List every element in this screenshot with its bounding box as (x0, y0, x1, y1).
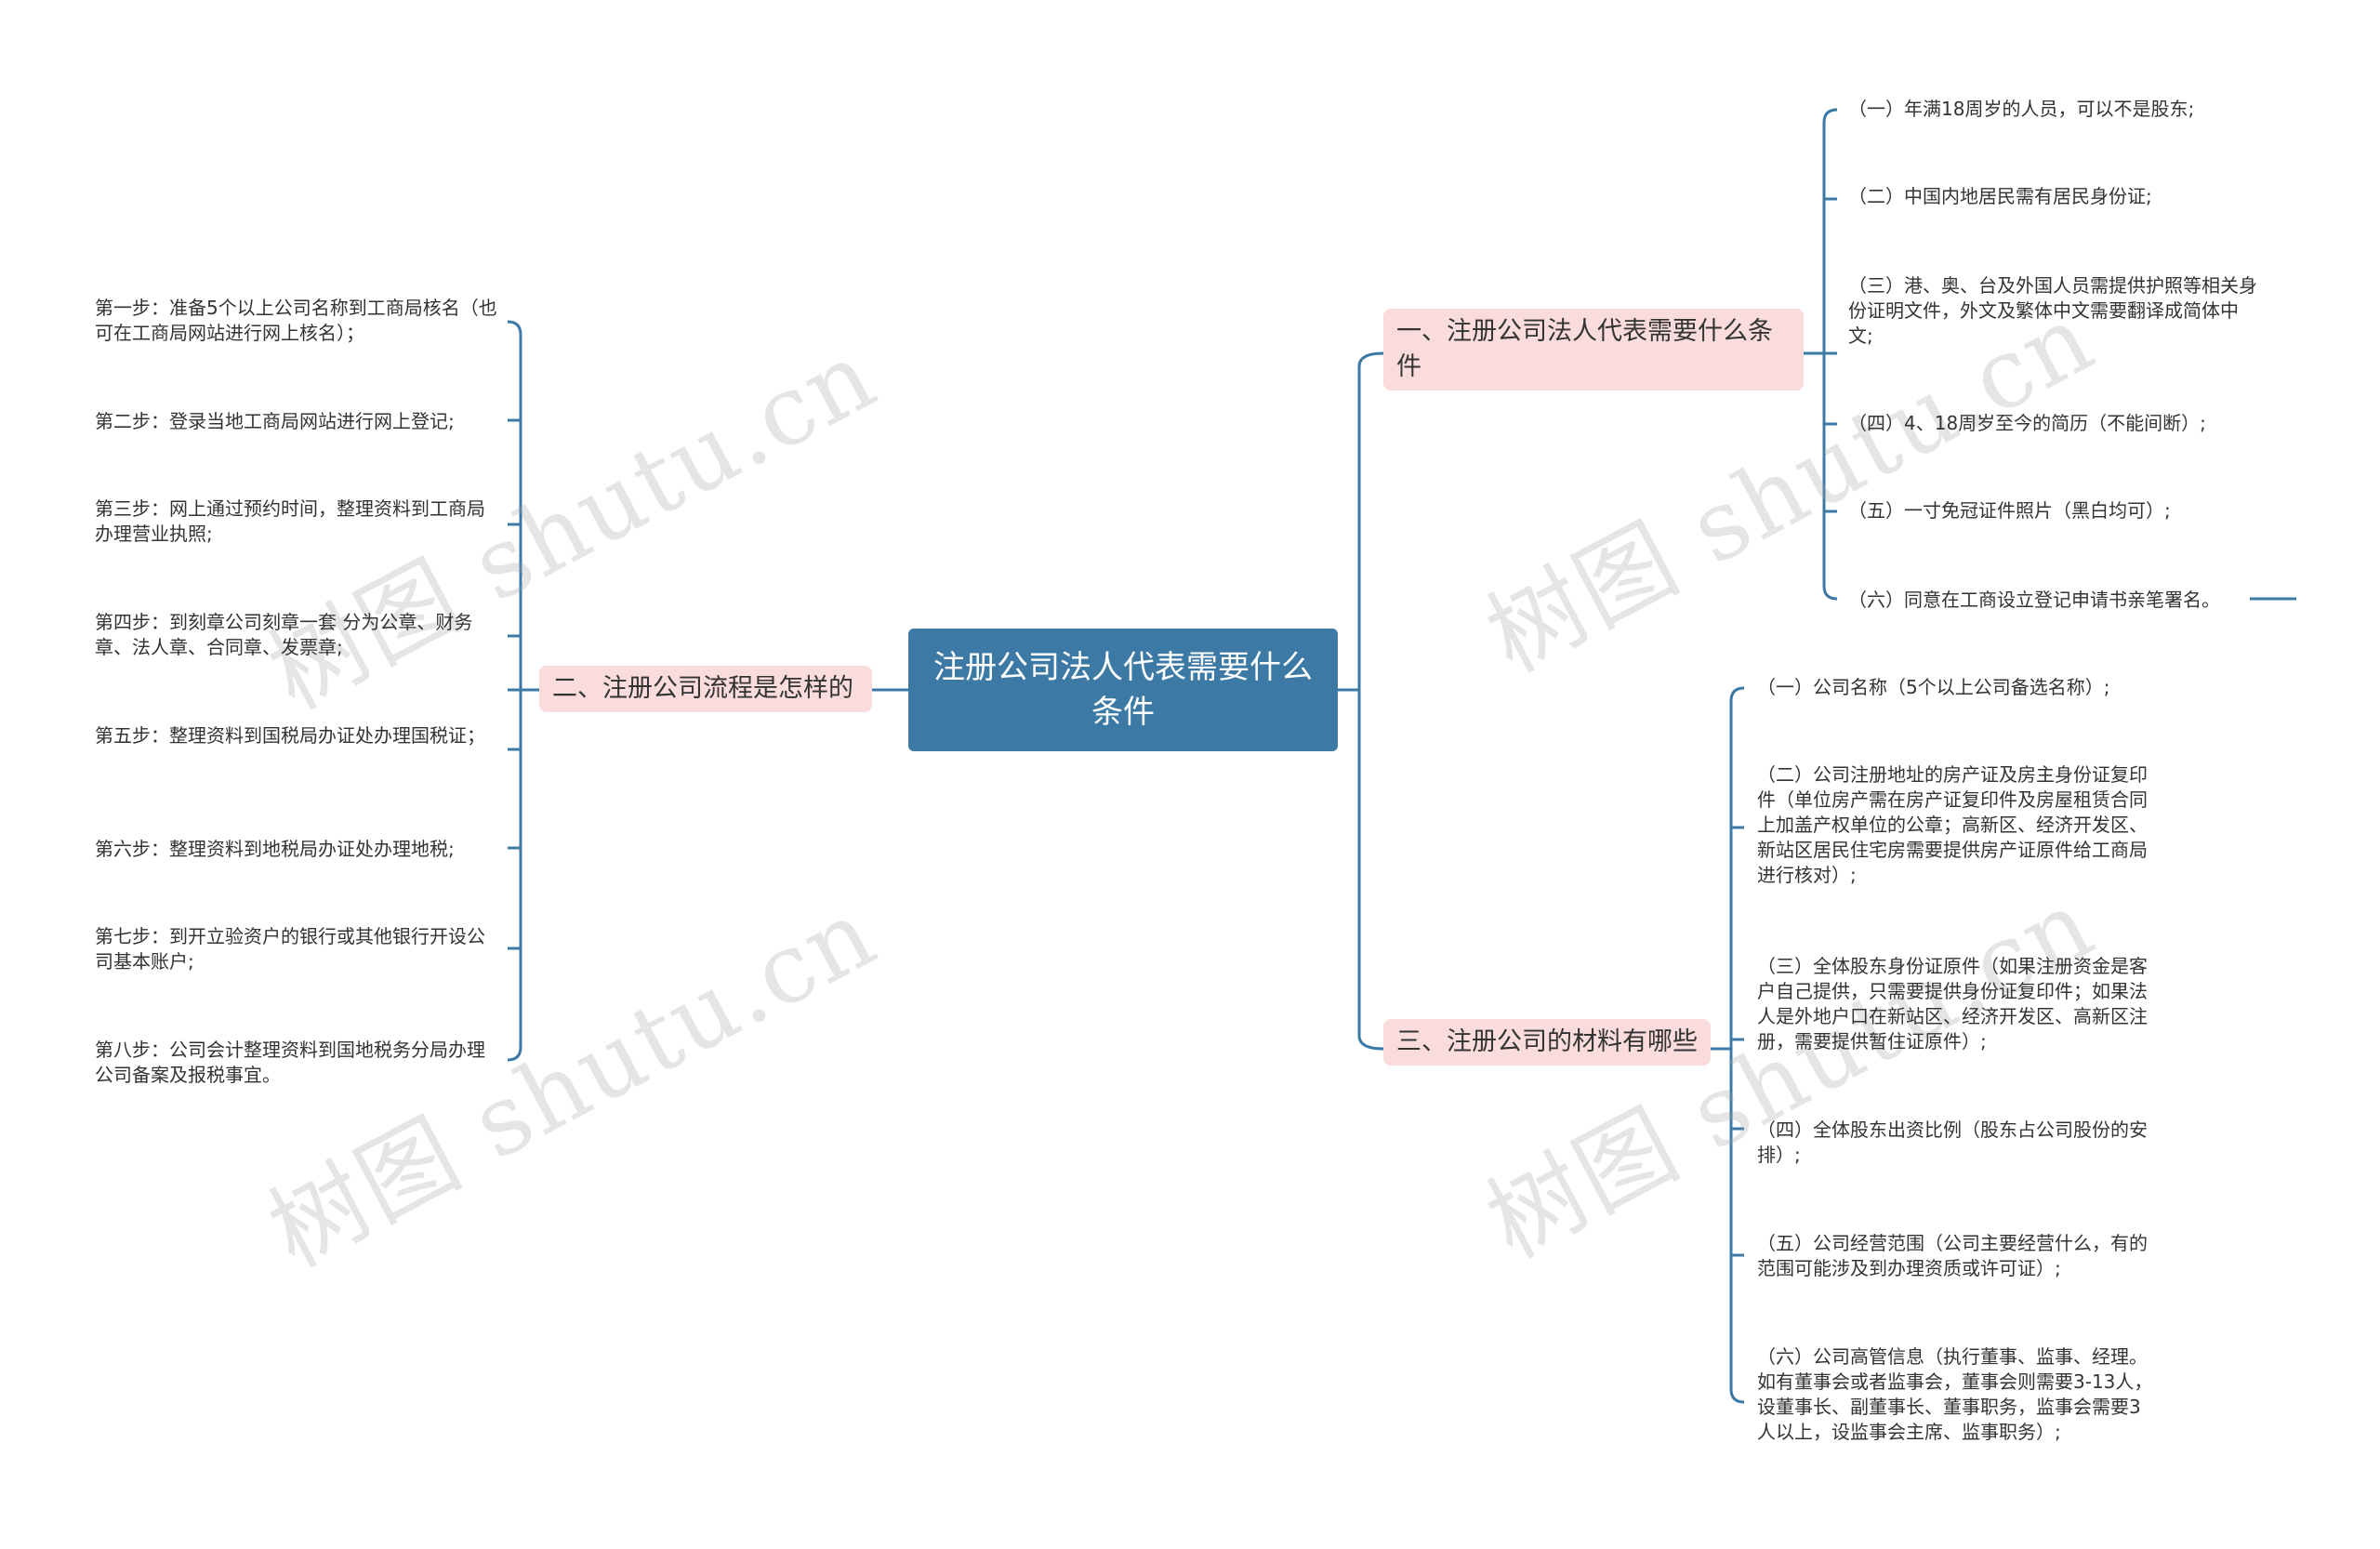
branch-node-3[interactable]: 三、注册公司的材料有哪些 (1383, 1019, 1711, 1066)
connector-line (1357, 351, 1384, 1051)
branch-1-title: 一、注册公司法人代表需要什么条件 (1396, 317, 1773, 381)
branch-2-title: 二、注册公司流程是怎样的 (552, 674, 853, 703)
branch-2-leaf: 第八步：公司会计整理资料到国地税务分局办理公司备案及报税事宜。 (95, 1039, 485, 1086)
branch-3-leaf: （二）公司注册地址的房产证及房主身份证复印件（单位房产需在房产证复印件及房屋租赁… (1757, 763, 2148, 886)
branch-3-title: 三、注册公司的材料有哪些 (1396, 1027, 1698, 1056)
branch-3-leaf: （六）公司高管信息（执行董事、监事、经理。如有董事会或者监事会，董事会则需要3-… (1757, 1345, 2153, 1443)
branch-node-1[interactable]: 一、注册公司法人代表需要什么条件 (1383, 309, 1804, 391)
branch-2-leaf: 第四步：到刻章公司刻章一套 分为公章、财务章、法人章、合同章、发票章; (95, 611, 473, 658)
branch-2-leaf: 第五步：整理资料到国税局办证处办理国税证； (95, 724, 485, 747)
branch-node-2[interactable]: 二、注册公司流程是怎样的 (539, 666, 872, 712)
branch-1-leaf: （一）年满18周岁的人员，可以不是股东; (1848, 98, 2195, 120)
root-node[interactable]: 注册公司法人代表需要什么条件 (908, 629, 1338, 751)
branch-3-leaf: （四）全体股东出资比例（股东占公司股份的安排）; (1757, 1119, 2148, 1166)
branch-3-leaf: （五）公司经营范围（公司主要经营什么，有的范围可能涉及到办理资质或许可证）; (1757, 1232, 2148, 1279)
branch-2-leaf: 第七步：到开立验资户的银行或其他银行开设公司基本账户; (95, 925, 485, 973)
branch-1-leaf: （六）同意在工商设立登记申请书亲笔署名。 (1848, 589, 2220, 611)
branch-1-leaf: （二）中国内地居民需有居民身份证; (1848, 185, 2152, 207)
branch-3-leaf: （一）公司名称（5个以上公司备选名称）; (1757, 676, 2110, 698)
branch-1-leaf: （三）港、奥、台及外国人员需提供护照等相关身份证明文件，外文及繁体中文需要翻译成… (1848, 274, 2257, 347)
root-title: 注册公司法人代表需要什么条件 (933, 649, 1313, 731)
branch-2-leaf: 第三步：网上通过预约时间，整理资料到工商局办理营业执照; (95, 497, 485, 545)
branch-2-leaf: 第二步：登录当地工商局网站进行网上登记; (95, 410, 455, 432)
branch-3-leaf: （三）全体股东身份证原件（如果注册资金是客户自己提供，只需要提供身份证复印件；如… (1757, 955, 2148, 1053)
branch-1-leaf: （五）一寸免冠证件照片（黑白均可）; (1848, 499, 2171, 522)
branch-2-leaf: 第六步：整理资料到地税局办证处办理地税; (95, 838, 455, 860)
connector-line (1729, 686, 1745, 1404)
branch-2-leaf: 第一步：准备5个以上公司名称到工商局核名（也可在工商局网站进行网上核名）； (95, 297, 497, 344)
branch-1-leaf: （四）4、18周岁至今的简历（不能间断）; (1848, 412, 2206, 434)
